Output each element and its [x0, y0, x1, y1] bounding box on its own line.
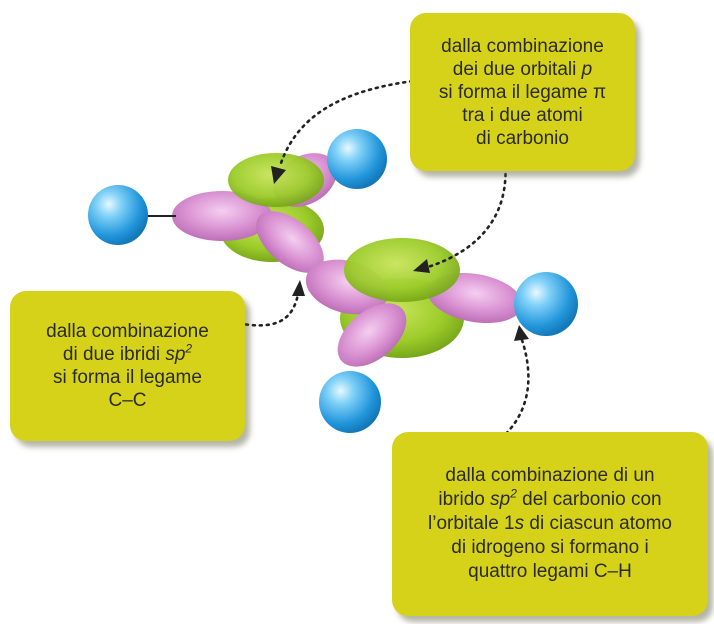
sp2-orbital-lobe [337, 303, 407, 367]
callout-line: C–C [108, 390, 147, 411]
callout-line: dalla combinazione di un [445, 465, 655, 486]
callout-text: del carbonio con [516, 489, 662, 510]
arrowhead [514, 325, 529, 341]
callout-italic: p [581, 58, 593, 80]
callout-line: dalla combinazione [46, 321, 209, 342]
callout-line: dei due orbitali p [453, 58, 592, 81]
callout-italic: s [514, 513, 525, 534]
callout-text: ibrido [438, 489, 491, 510]
callout-line: di carbonio [476, 127, 569, 149]
arrowhead [292, 280, 305, 296]
callout-pi-bond: dalla combinazione dei due orbitali p si… [410, 13, 635, 171]
callout-line: di idrogeno si formano i [451, 537, 649, 558]
callout-line: quattro legami C–H [468, 561, 632, 582]
hydrogen-atom [327, 129, 387, 189]
callout-line: dalla combinazione [441, 35, 604, 57]
callout-line: si forma il legame [53, 367, 202, 388]
callout-superscript: 2 [185, 341, 193, 356]
p-orbital-lobe [344, 238, 460, 302]
sp2-orbital-lobe [172, 191, 272, 241]
callout-italic: sp [490, 489, 511, 510]
callout-text: di ciascun atomo [524, 513, 672, 534]
arrowheads [271, 166, 529, 341]
callout-superscript: 2 [510, 486, 517, 501]
callout-cc-bond: dalla combinazione di due ibridi sp2 si … [10, 291, 245, 441]
arrow-to-ch-bond [488, 338, 530, 449]
hydrogen-atom [88, 185, 148, 245]
callout-text: l’orbitale 1 [428, 513, 515, 534]
hydrogen-atom [319, 371, 381, 433]
callout-line: l’orbitale 1s di ciascun atomo [428, 512, 672, 536]
hydrogen-atom [514, 272, 578, 336]
callout-line: si forma il legame π [438, 81, 607, 103]
callout-text: dei due orbitali [452, 58, 582, 80]
callout-line: di due ibridi sp2 [63, 343, 192, 366]
callout-italic: sp [165, 344, 186, 365]
callout-text: di due ibridi [62, 344, 166, 365]
callout-ch-bonds: dalla combinazione di un ibrido sp2 del … [392, 432, 708, 616]
callout-line: ibrido sp2 del carbonio con [438, 488, 661, 512]
arrowhead [413, 259, 430, 273]
sp2-orbital-lobe [256, 211, 324, 273]
callout-line: tra i due atomi [462, 104, 583, 126]
arrowhead [271, 166, 286, 184]
arrow-to-right-p-orbital [426, 158, 507, 269]
